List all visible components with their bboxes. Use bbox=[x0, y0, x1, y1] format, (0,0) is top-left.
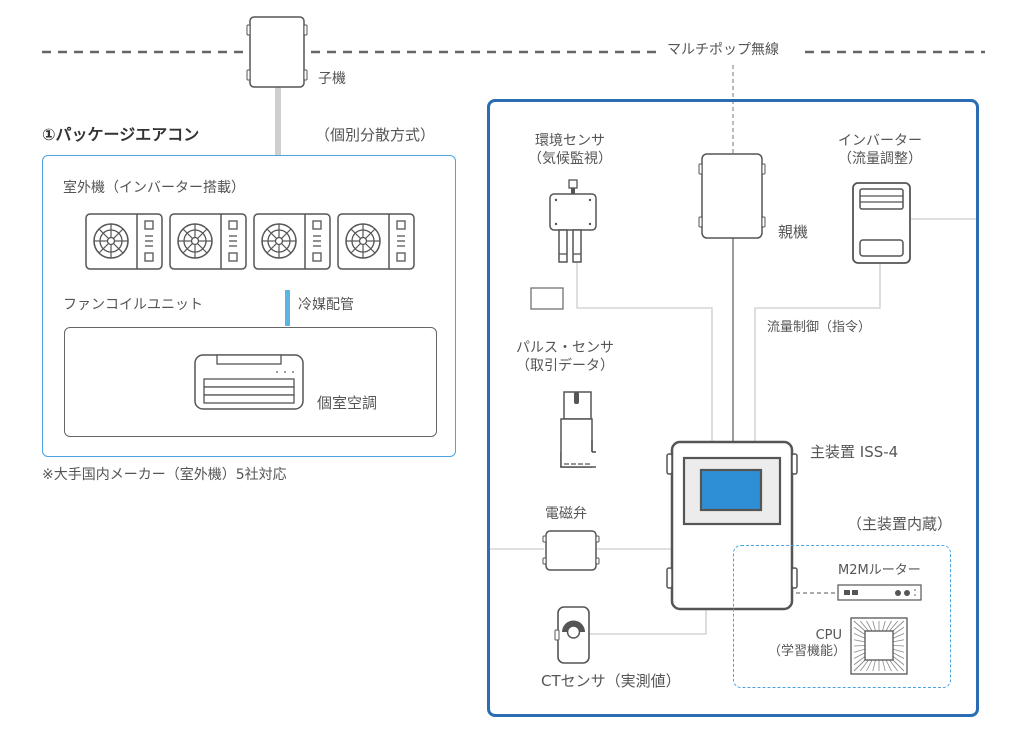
inverter-label-line1: インバーター bbox=[838, 133, 922, 149]
cpu-chip-icon bbox=[850, 617, 908, 675]
cpu-pins bbox=[853, 620, 905, 672]
pulse-sensor-label-line1: パルス・センサ bbox=[516, 340, 614, 356]
system-panel bbox=[487, 99, 979, 717]
wireless-label: マルチポップ無線 bbox=[665, 42, 781, 60]
cpu-label-line1: CPU bbox=[815, 628, 842, 643]
m2m-router-icon bbox=[837, 584, 922, 601]
ct-sensor-icon bbox=[554, 606, 590, 664]
main-unit-screen bbox=[699, 468, 763, 512]
package-aircon-title: ①パッケージエアコン bbox=[42, 125, 200, 144]
cpu-label-line2: （学習機能） bbox=[768, 644, 847, 660]
flow-control-label: 流量制御（指令） bbox=[767, 320, 872, 335]
ct-sensor-line bbox=[589, 610, 707, 635]
room-ac-icon bbox=[194, 354, 304, 410]
package-aircon-panel bbox=[42, 155, 456, 457]
env-sensor-label-line2: （気候監視） bbox=[528, 150, 612, 167]
outdoor-unit-icon bbox=[169, 213, 247, 270]
inverter-icon bbox=[852, 182, 911, 264]
inverter-label: インバーター （流量調整） bbox=[830, 133, 930, 168]
outdoor-unit-icon bbox=[337, 213, 415, 270]
env-sensor-line bbox=[576, 262, 713, 445]
inverter-main-line bbox=[754, 264, 881, 445]
outdoor-units-row bbox=[85, 213, 415, 270]
solenoid-label: 電磁弁 bbox=[545, 506, 587, 522]
solenoid-valve-icon bbox=[542, 530, 600, 571]
slave-unit-icon bbox=[246, 16, 308, 88]
room-ac-label: 個室空調 bbox=[317, 394, 378, 412]
pulse-sensor-label-line2: （取引データ） bbox=[516, 357, 614, 374]
slave-unit-label: 子機 bbox=[318, 71, 346, 87]
inverter-label-line2: （流量調整） bbox=[838, 150, 922, 167]
internal-title: （主装置内蔵） bbox=[847, 515, 953, 533]
small-device-icon bbox=[530, 287, 564, 310]
refrigerant-label: 冷媒配管 bbox=[298, 297, 354, 313]
fcu-label: ファンコイルユニット bbox=[63, 297, 203, 313]
pulse-sensor-icon bbox=[560, 391, 596, 468]
internal-components-panel bbox=[733, 545, 951, 688]
maker-note: ※大手国内メーカー（室外機）5社対応 bbox=[42, 467, 287, 483]
env-sensor-label-line1: 環境センサ bbox=[535, 133, 605, 149]
main-unit-icon bbox=[666, 440, 798, 611]
outdoor-unit-label: 室外機（インバーター搭載） bbox=[63, 180, 245, 196]
pulse-sensor-label: パルス・センサ （取引データ） bbox=[505, 340, 625, 375]
slave-pole bbox=[275, 87, 281, 155]
outdoor-unit-icon bbox=[85, 213, 163, 270]
env-sensor-icon bbox=[549, 179, 597, 263]
ct-sensor-label: CTセンサ（実測値） bbox=[541, 672, 681, 690]
env-sensor-label: 環境センサ （気候監視） bbox=[520, 133, 620, 168]
outdoor-unit-icon bbox=[253, 213, 331, 270]
package-aircon-subtitle: （個別分散方式） bbox=[315, 126, 436, 144]
master-unit-icon bbox=[698, 153, 766, 239]
fcu-panel bbox=[64, 327, 437, 437]
router-label: M2Mルーター bbox=[838, 563, 921, 578]
cpu-label: CPU （学習機能） bbox=[768, 628, 847, 661]
main-unit-label: 主装置 ISS-4 bbox=[810, 443, 899, 461]
master-unit-label: 親機 bbox=[778, 223, 809, 241]
refrigerant-pipe-indicator bbox=[285, 290, 290, 326]
